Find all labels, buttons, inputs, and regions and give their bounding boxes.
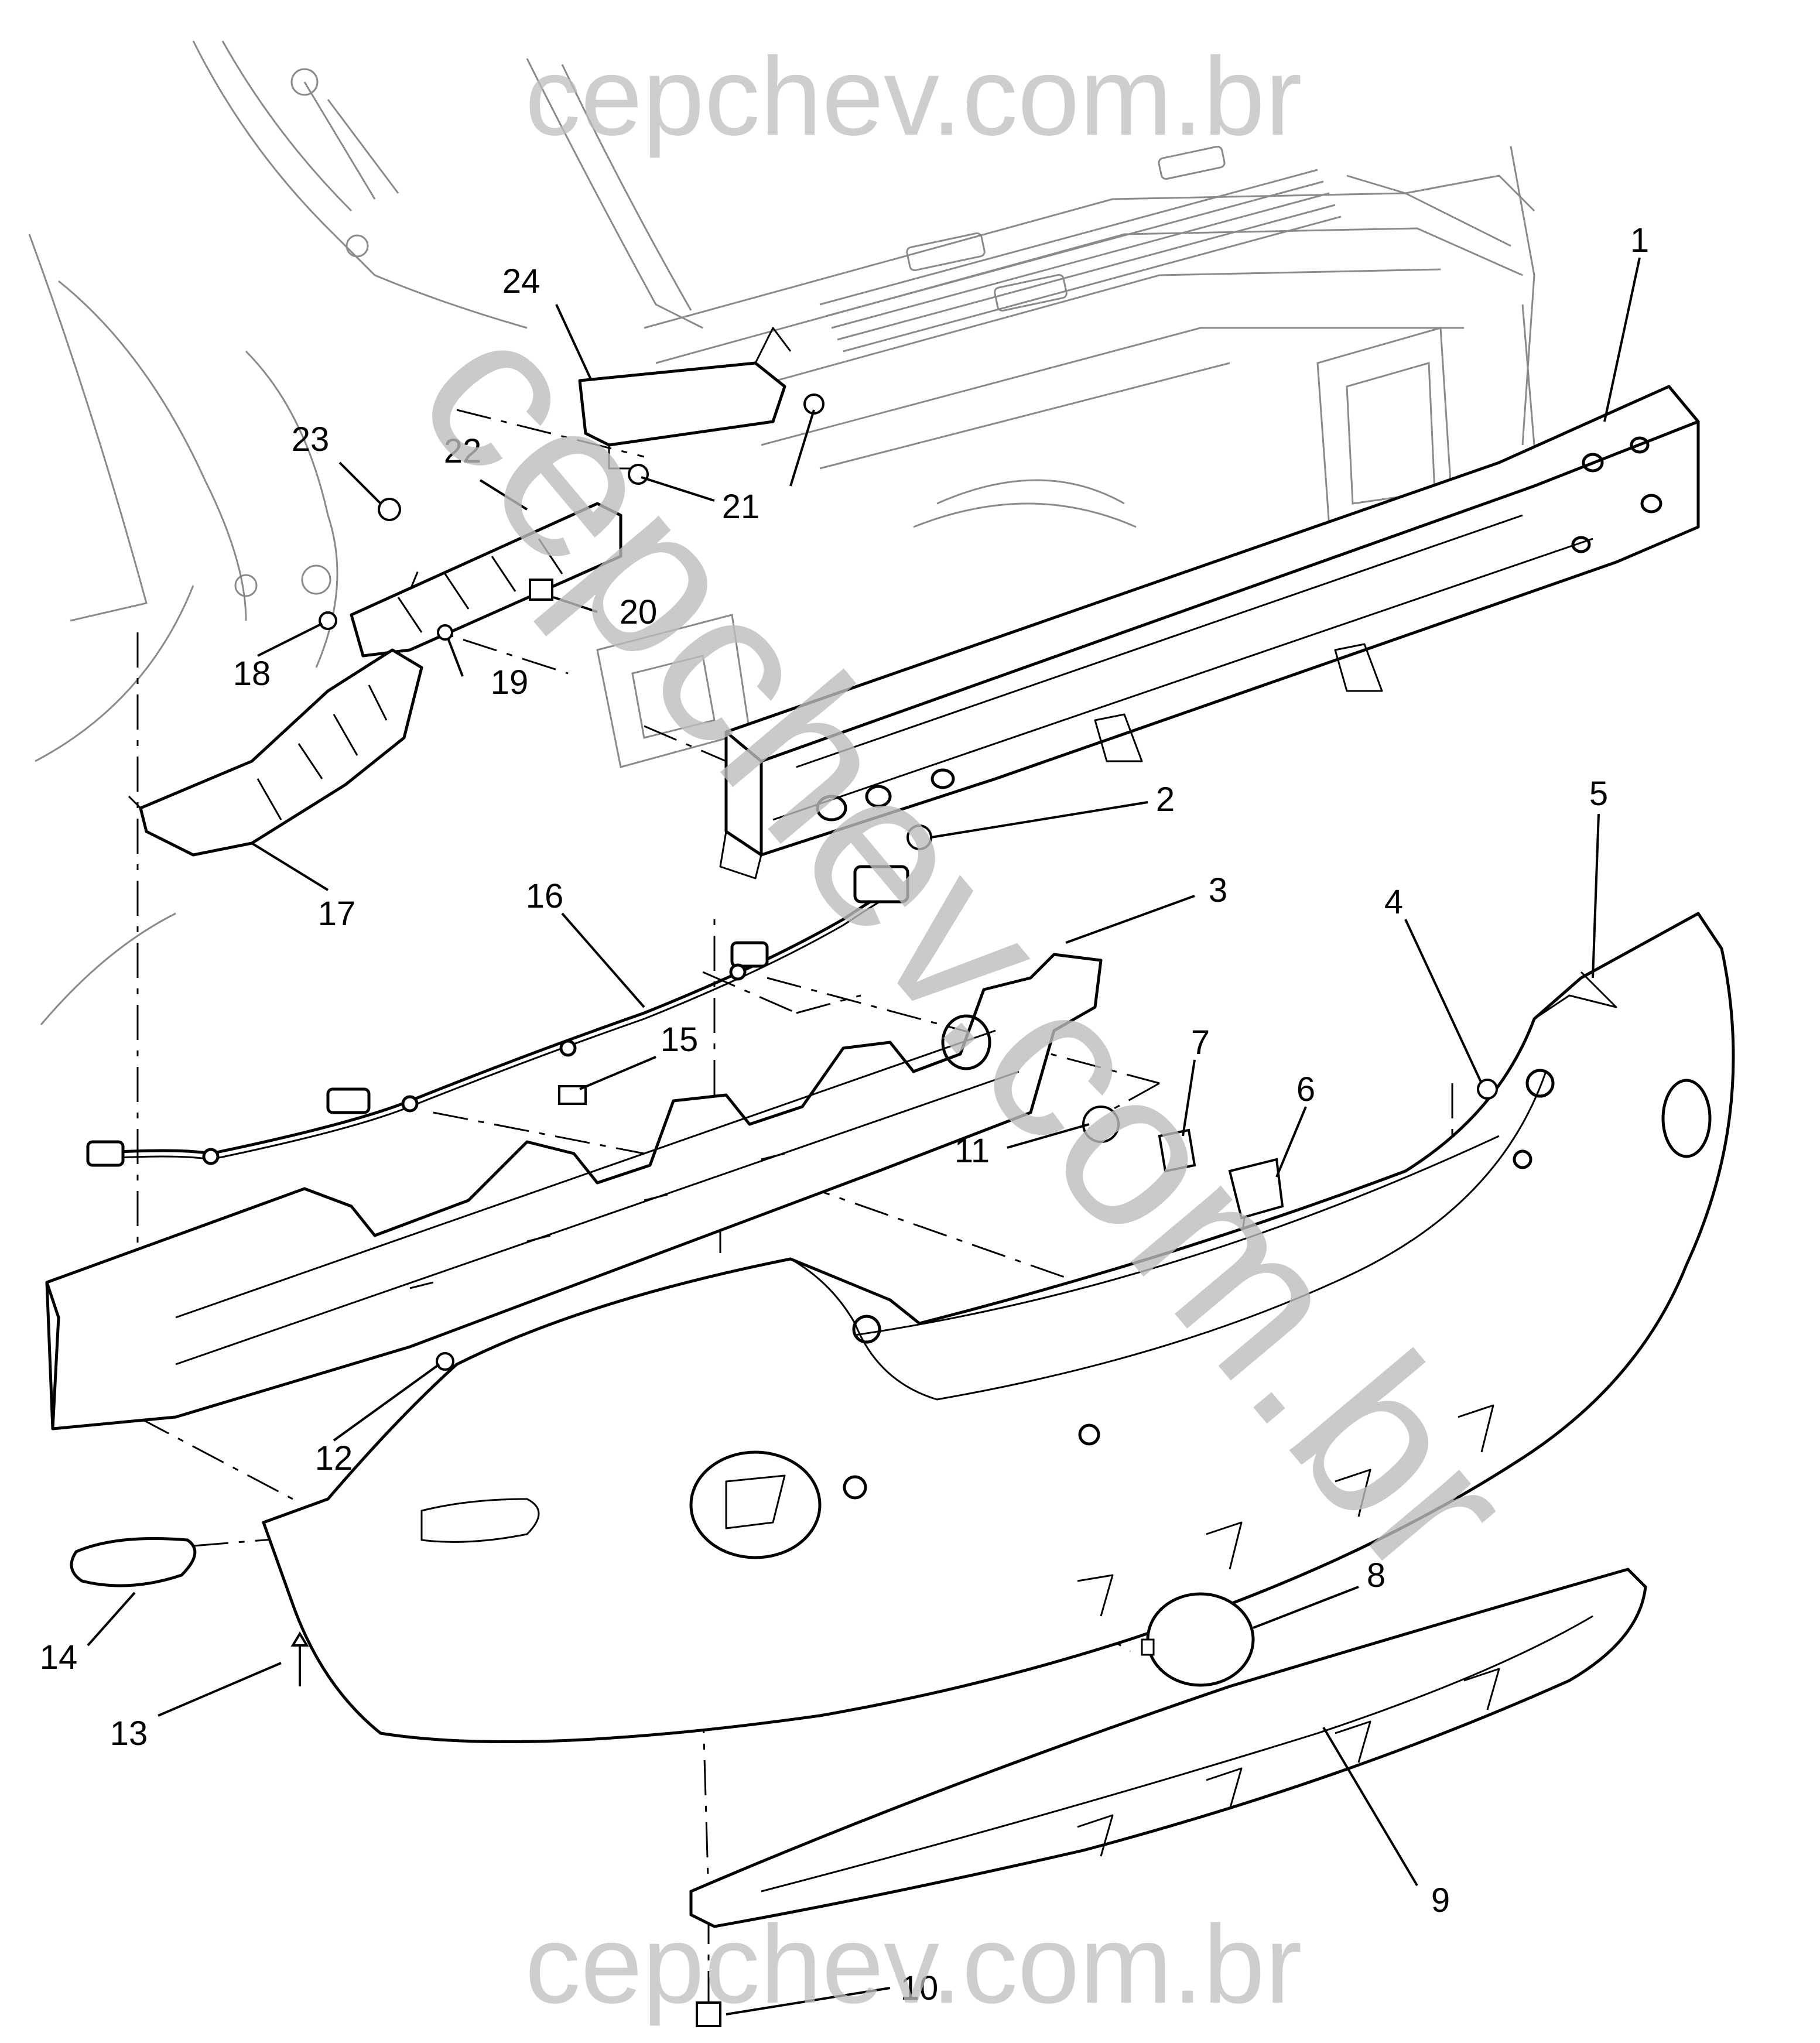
callout-19: 19	[491, 663, 529, 701]
callout-24: 24	[502, 262, 540, 300]
callout-2: 2	[1156, 781, 1175, 819]
callout-11: 11	[955, 1132, 990, 1170]
part-3-energy-absorber	[45, 953, 1103, 1431]
part-16-wiring-harness	[86, 865, 909, 1167]
callout-leaders	[87, 257, 1641, 2015]
callout-5: 5	[1589, 775, 1608, 813]
callout-3: 3	[1209, 871, 1227, 909]
callout-6: 6	[1296, 1070, 1315, 1108]
part-12-fastener	[436, 1352, 454, 1371]
part-7-retainer	[1158, 1128, 1196, 1173]
part-6-bracket	[1228, 1158, 1284, 1220]
callout-12: 12	[315, 1439, 353, 1477]
part-14-reflector	[70, 1537, 197, 1587]
callout-23: 23	[292, 420, 330, 458]
callout-15: 15	[661, 1021, 699, 1059]
part-19-screw	[437, 624, 453, 641]
part-20-clip	[529, 579, 553, 601]
callout-8: 8	[1367, 1556, 1385, 1594]
callout-20: 20	[620, 593, 658, 631]
callout-21: 21	[722, 488, 760, 526]
callout-16: 16	[526, 877, 564, 915]
callout-labels: 1 2 3 4 5 6 7 8 9 10 11 12 13 14 15 16 1…	[40, 221, 1649, 2007]
callout-10: 10	[901, 1969, 939, 2007]
watermark-top: cepchev.com.br	[525, 35, 1302, 159]
callout-18: 18	[233, 655, 271, 693]
part-5-bumper-fascia	[262, 912, 1735, 1744]
part-13-screw	[290, 1631, 309, 1686]
part-4-clip	[1477, 1079, 1498, 1100]
part-22-side-bracket	[350, 502, 622, 658]
part-11-bushing	[1082, 1106, 1120, 1143]
callout-17: 17	[318, 895, 356, 933]
part-24-bracket	[578, 327, 792, 470]
part-18-nut	[319, 611, 337, 630]
part-9-skid-plate	[689, 1568, 1647, 1928]
callout-1: 1	[1630, 221, 1649, 259]
part-17-guide-bracket	[128, 648, 423, 857]
part-1-impact-bar	[719, 385, 1700, 880]
part-10-bolt	[696, 2001, 721, 2027]
callout-14: 14	[40, 1638, 78, 1676]
callout-22: 22	[444, 432, 482, 470]
callout-9: 9	[1431, 1881, 1450, 1919]
callout-4: 4	[1384, 883, 1403, 921]
callout-13: 13	[110, 1715, 148, 1753]
part-8-tow-eye-cover	[1141, 1592, 1255, 1687]
fasteners	[290, 393, 1498, 2027]
callout-7: 7	[1191, 1024, 1210, 1062]
watermark-bottom: cepchev.com.br	[525, 1902, 1302, 2027]
part-23-grommet	[378, 498, 401, 521]
